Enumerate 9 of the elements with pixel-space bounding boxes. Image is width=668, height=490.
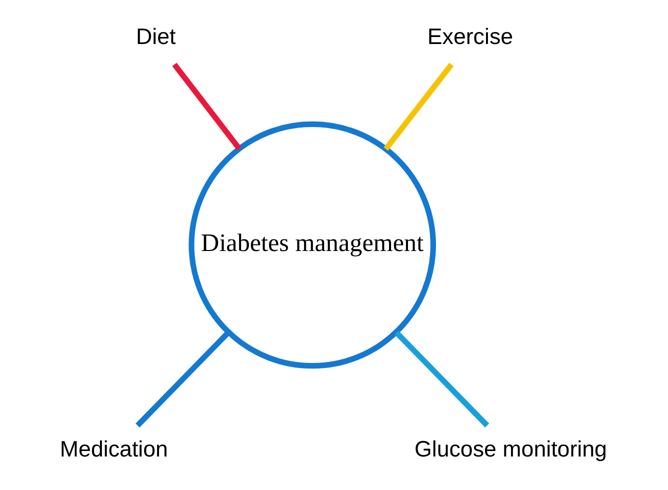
node-text: Exercise (427, 24, 514, 50)
node-text: Diet (136, 24, 176, 50)
connector (384, 62, 454, 151)
node-text: Glucose monitoring (414, 436, 607, 462)
node-circle: Diabetes management (188, 121, 436, 369)
connector (136, 330, 230, 428)
node-text: Medication (60, 436, 168, 462)
connector (394, 330, 490, 428)
connector (172, 62, 242, 150)
